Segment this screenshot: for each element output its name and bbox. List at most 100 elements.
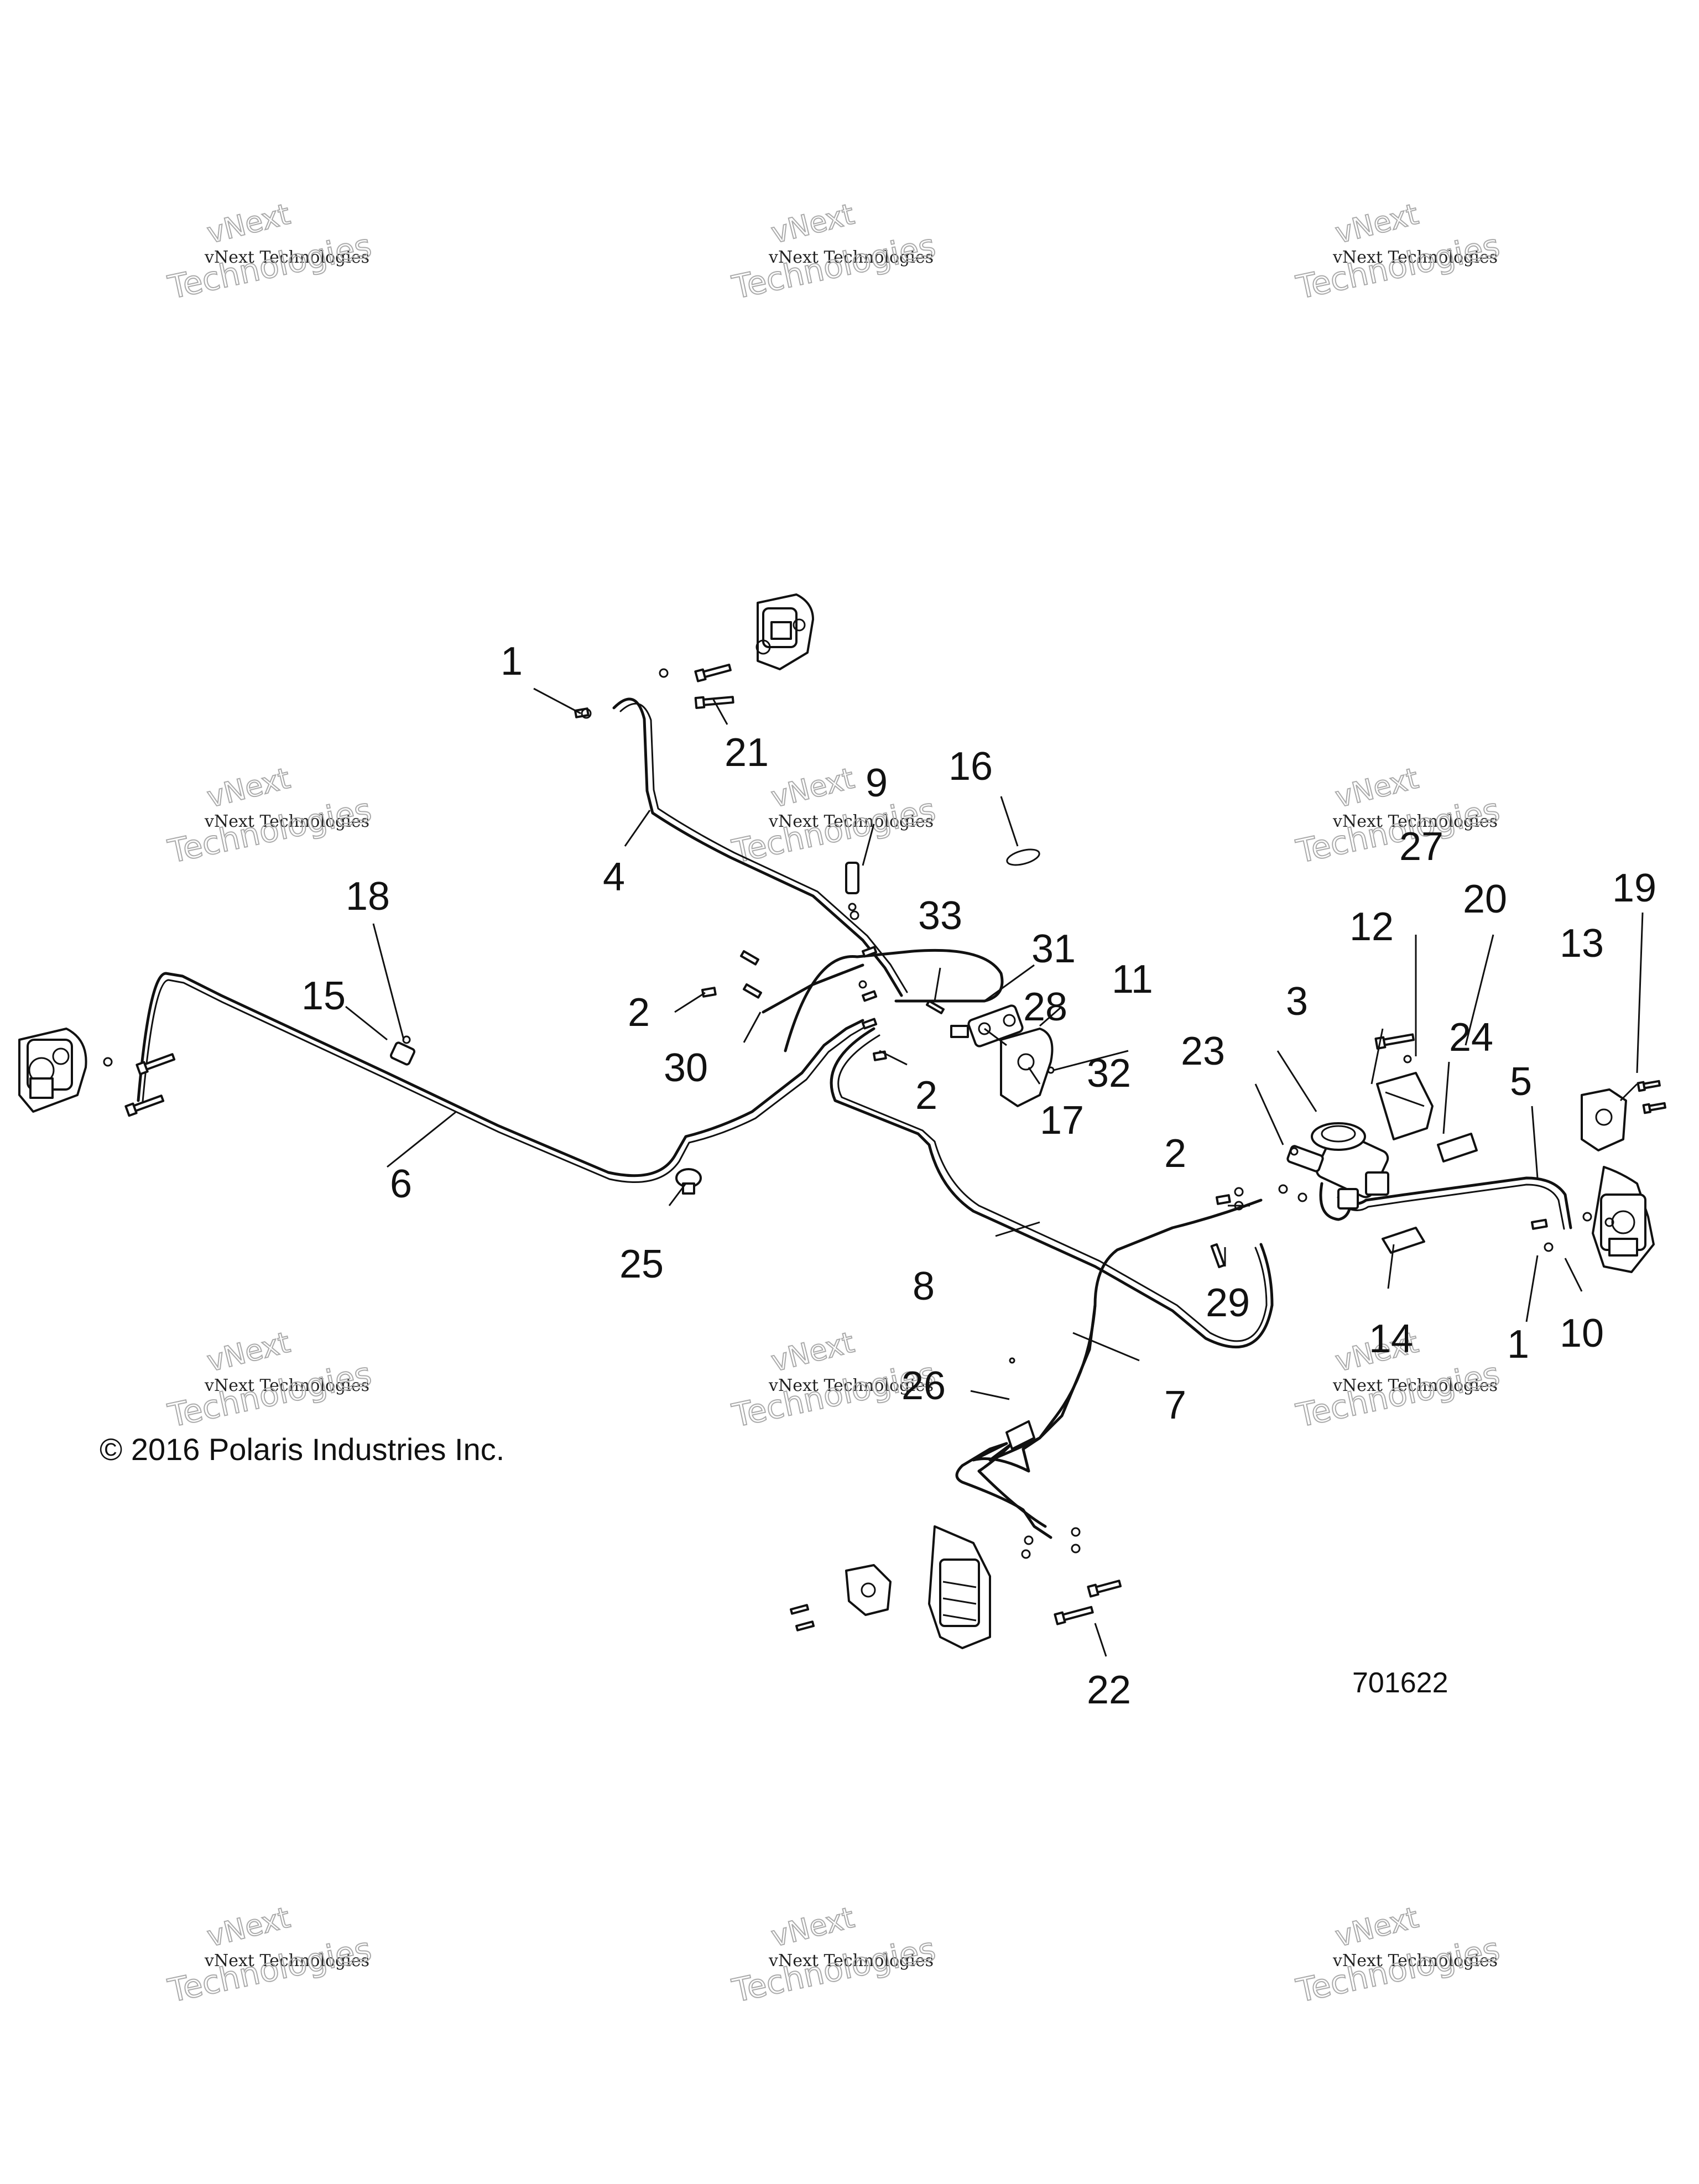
callout-32: 32 <box>1087 1051 1131 1096</box>
valve-28 <box>950 1004 1024 1047</box>
callout-22: 22 <box>1087 1668 1131 1712</box>
callout-28: 28 <box>1023 985 1067 1029</box>
watermark: vNext vNext Technologies Technologies <box>164 1901 376 2010</box>
watermark-label: vNext Technologies <box>204 248 369 267</box>
caliper-right <box>1592 1166 1655 1273</box>
brake-line-7-lower <box>977 1304 1097 1528</box>
watermark: vNext vNext Technologies Technologies <box>728 762 940 871</box>
brake-line-30 <box>762 963 864 1014</box>
watermark-label: vNext Technologies <box>1332 812 1498 831</box>
callout-1: 1 <box>1507 1322 1529 1367</box>
callout-31: 31 <box>1031 927 1076 971</box>
callouts: 1 1 2 2 2 3 4 5 6 7 8 9 10 11 12 13 14 1… <box>301 639 1656 1712</box>
callout-6: 6 <box>390 1162 412 1206</box>
callout-20: 20 <box>1463 877 1507 921</box>
o-ring-16 <box>1006 848 1040 866</box>
callout-25: 25 <box>619 1242 664 1286</box>
callout-9: 9 <box>866 761 888 805</box>
bolts <box>124 664 1666 1632</box>
callout-17: 17 <box>1040 1098 1084 1143</box>
brake-line-8 <box>830 1027 1274 1349</box>
watermark-technologies: Technologies <box>1293 1930 1503 2010</box>
clip-24 <box>1437 1133 1478 1163</box>
watermark-technologies: Technologies <box>1293 227 1503 306</box>
caliper-bottom <box>928 1525 991 1649</box>
brake-line-6-inner <box>142 979 865 1183</box>
callout-27: 27 <box>1399 825 1443 869</box>
bracket-12 <box>1376 1072 1434 1140</box>
callout-4: 4 <box>603 855 625 899</box>
callout-3: 3 <box>1286 979 1308 1024</box>
watermark-label: vNext Technologies <box>1332 248 1498 267</box>
watermark-technologies: Technologies <box>729 227 939 306</box>
callout-7: 7 <box>1164 1383 1186 1427</box>
watermark-vnext: vNext <box>768 198 858 251</box>
callout-26: 26 <box>901 1364 946 1408</box>
callout-2: 2 <box>628 991 650 1035</box>
figure-id: 701622 <box>1352 1667 1448 1699</box>
callout-24: 24 <box>1449 1015 1493 1060</box>
callout-33: 33 <box>918 894 962 938</box>
watermark-vnext: vNext <box>768 762 858 815</box>
callout-14: 14 <box>1369 1317 1413 1361</box>
watermark-vnext: vNext <box>204 198 294 251</box>
components <box>18 593 1666 1649</box>
sensor-9 <box>845 862 859 911</box>
watermark-technologies: Technologies <box>165 1930 375 2010</box>
callout-12: 12 <box>1349 905 1394 949</box>
watermark-vnext: vNext <box>1332 762 1422 815</box>
copyright-notice: © 2016 Polaris Industries Inc. <box>100 1432 504 1467</box>
grommet-25 <box>675 1168 702 1195</box>
watermark-technologies: Technologies <box>165 791 375 871</box>
callout-11: 11 <box>1112 957 1153 1002</box>
watermark: vNext vNext Technologies Technologies <box>728 1901 940 2010</box>
brake-pad-bottom <box>845 1564 892 1616</box>
watermark-vnext: vNext <box>204 762 294 815</box>
clip-15 <box>389 1035 416 1066</box>
brake-line-4-inner <box>619 702 908 993</box>
master-cylinder <box>1286 1122 1389 1210</box>
callout-16: 16 <box>948 744 993 789</box>
watermark-label: vNext Technologies <box>204 1376 369 1395</box>
brake-line-5-inner <box>1338 1184 1565 1230</box>
callout-2: 2 <box>915 1073 937 1118</box>
watermark-label: vNext Technologies <box>204 812 369 831</box>
callout-21: 21 <box>725 731 769 775</box>
watermark-vnext: vNext <box>768 1901 858 1954</box>
callout-2: 2 <box>1164 1132 1186 1176</box>
watermark-vnext: vNext <box>1332 198 1422 251</box>
brake-pad-13 <box>1581 1088 1627 1151</box>
brake-line-8-inner <box>837 1034 1268 1342</box>
callout-30: 30 <box>664 1046 708 1090</box>
callout-29: 29 <box>1206 1281 1250 1325</box>
watermark-technologies: Technologies <box>1293 1355 1503 1435</box>
watermark-vnext: vNext <box>204 1326 294 1379</box>
watermark-technologies: Technologies <box>165 227 375 306</box>
caliper-left <box>18 1028 87 1113</box>
clip-14 <box>1382 1227 1425 1254</box>
watermark-technologies: Technologies <box>1293 791 1503 871</box>
watermark-vnext: vNext <box>1332 1901 1422 1954</box>
callout-18: 18 <box>346 874 390 919</box>
watermark-label: vNext Technologies <box>204 1951 369 1971</box>
watermark-label: vNext Technologies <box>768 1951 934 1971</box>
watermark-label: vNext Technologies <box>768 248 934 267</box>
brake-line-6 <box>137 972 864 1177</box>
clip-26 <box>1005 1357 1035 1450</box>
watermark: vNext vNext Technologies Technologies <box>164 197 376 307</box>
watermark-technologies: Technologies <box>729 1930 939 2010</box>
watermark: vNext vNext Technologies Technologies <box>1293 762 1504 871</box>
callout-10: 10 <box>1560 1311 1604 1356</box>
callout-1: 1 <box>501 639 523 684</box>
callout-8: 8 <box>913 1264 935 1309</box>
brake-line-loop <box>784 948 1004 1052</box>
brake-lines <box>137 697 1572 1539</box>
watermark-label: vNext Technologies <box>1332 1951 1498 1971</box>
callout-15: 15 <box>301 974 346 1018</box>
watermark-technologies: Technologies <box>729 791 939 871</box>
watermark-vnext: vNext <box>768 1326 858 1379</box>
watermark-vnext: vNext <box>204 1901 294 1954</box>
watermark-label: vNext Technologies <box>1332 1376 1498 1395</box>
leader-lines <box>345 687 1644 1657</box>
